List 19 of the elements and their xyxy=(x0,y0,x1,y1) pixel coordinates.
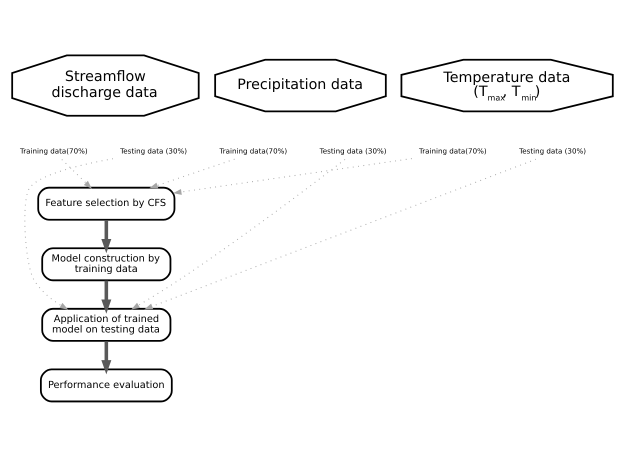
arrow xyxy=(101,280,112,314)
node-text: Training data(70%) xyxy=(219,146,288,156)
node-text: Testing data (30%) xyxy=(120,146,188,156)
arrow xyxy=(149,158,235,188)
node-text: Training data(70%) xyxy=(418,146,487,156)
arrow xyxy=(101,341,112,374)
node-text: Training data(70%) xyxy=(20,146,88,156)
arrow xyxy=(61,159,92,189)
arrow xyxy=(101,220,112,254)
node-text: Testing data (30%) xyxy=(519,146,586,156)
node-text: Testing data (30%) xyxy=(320,146,387,156)
arrow xyxy=(144,158,536,310)
arrow xyxy=(24,158,113,310)
node-box: Performance evaluation xyxy=(40,368,173,402)
node-box: Model construction by training data xyxy=(41,247,172,282)
arrow xyxy=(131,159,346,310)
node-box: Application of trained model on testing data xyxy=(41,308,172,342)
node-box: Feature selection by CFS xyxy=(37,186,176,221)
arrow xyxy=(173,158,412,195)
